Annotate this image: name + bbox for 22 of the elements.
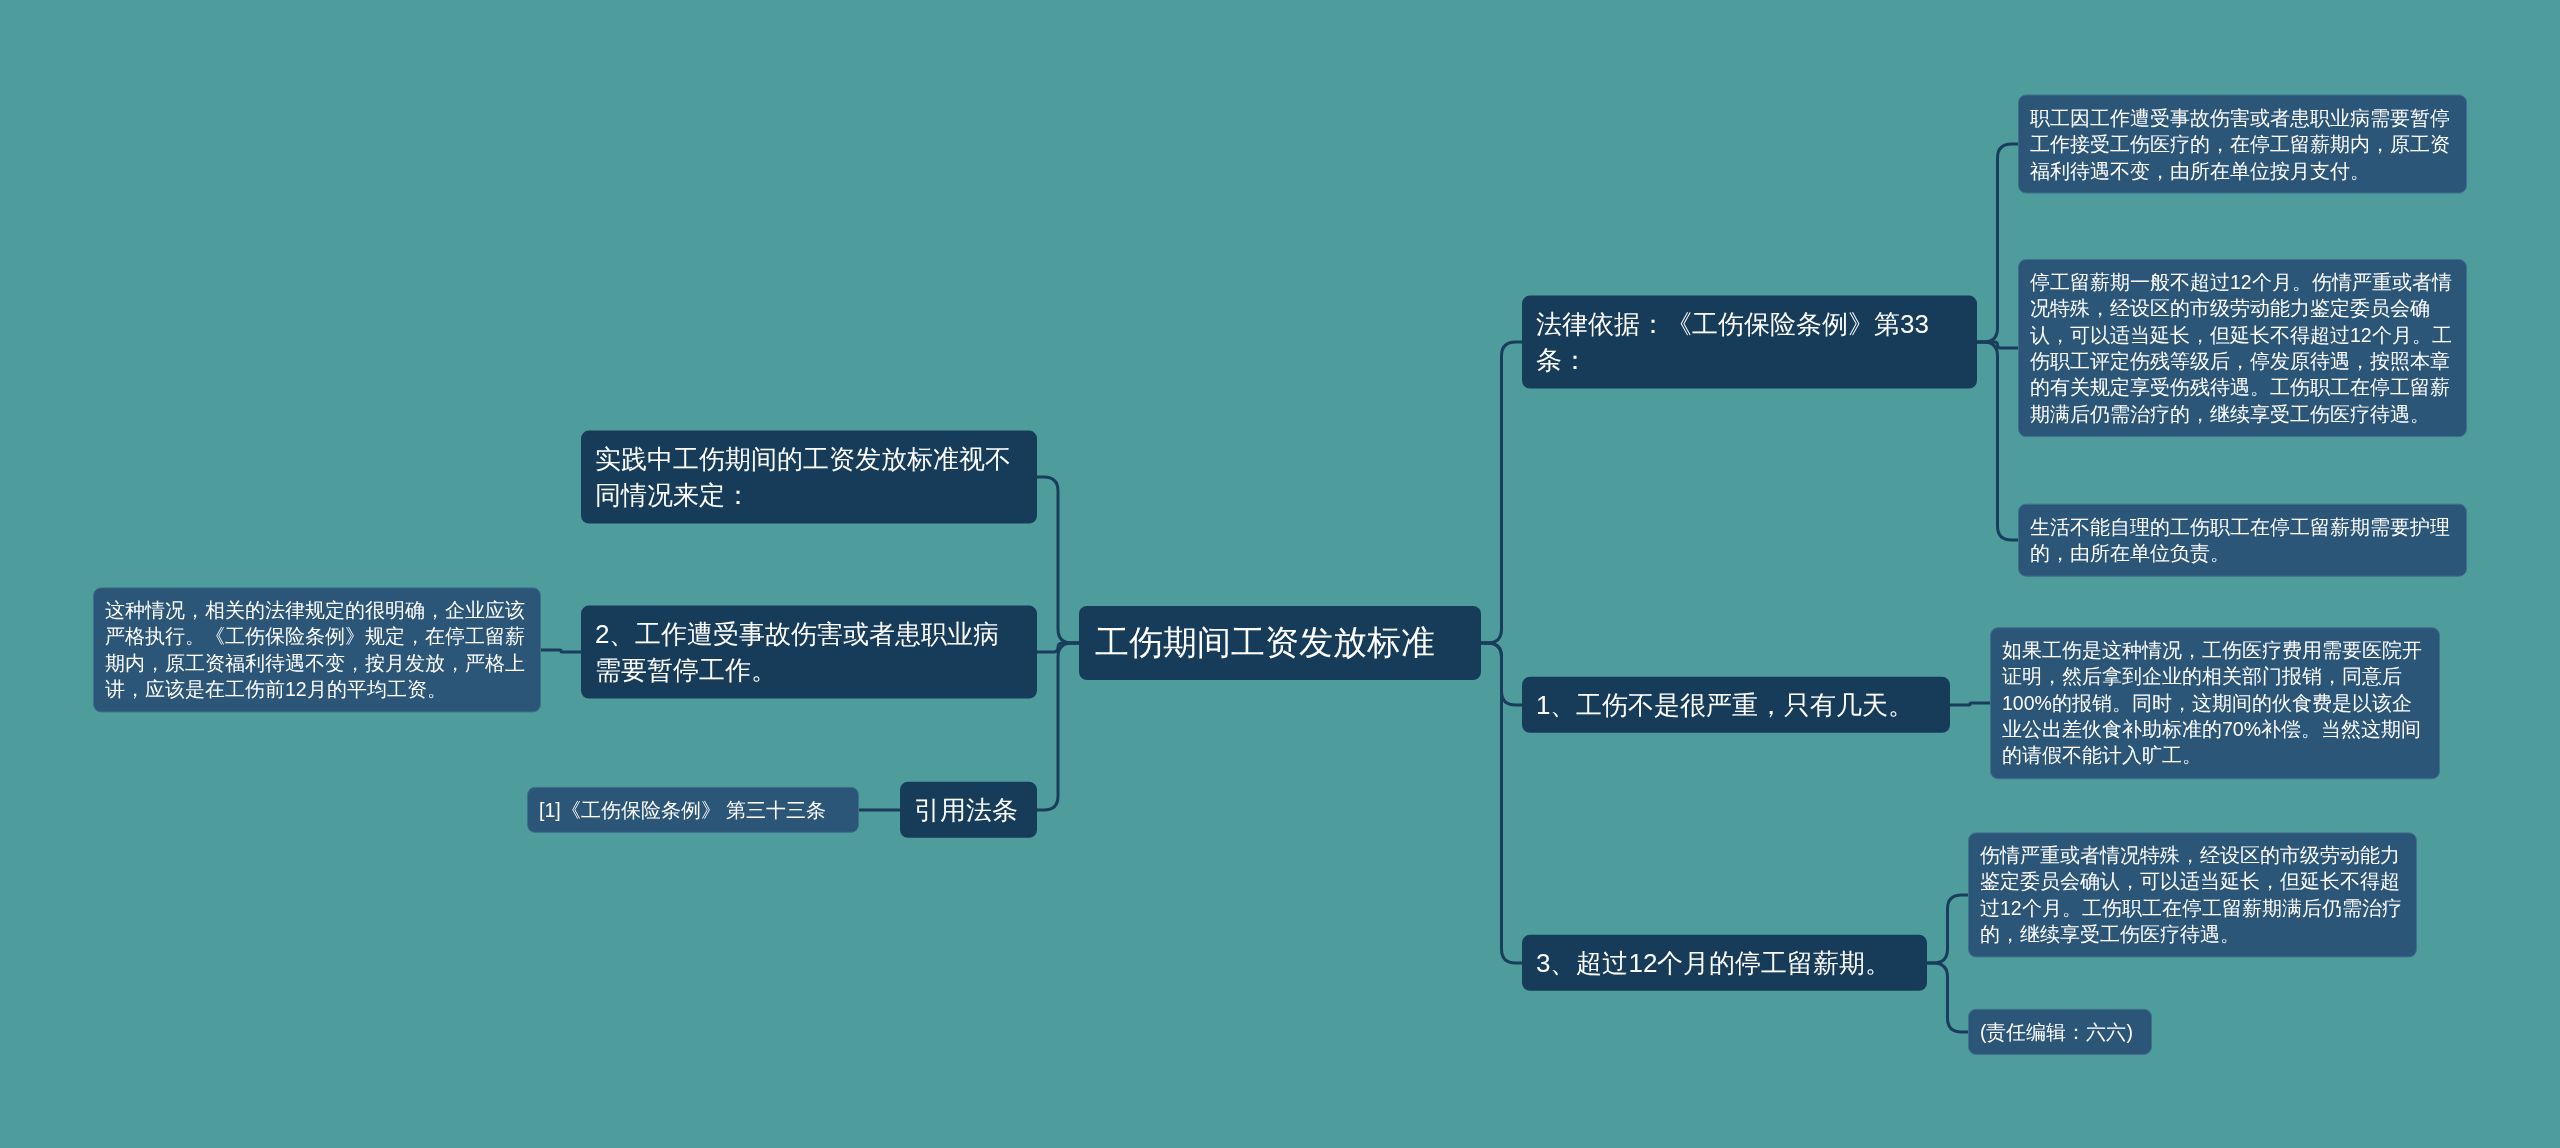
connector-line <box>541 648 581 654</box>
note-box: (责任编辑：六六) <box>1968 1008 2152 1056</box>
topic-box: 引用法条 <box>900 781 1037 839</box>
topic-box: 法律依据：《工伤保险条例》第33条： <box>1522 295 1977 389</box>
topic-box: 3、超过12个月的停工留薪期。 <box>1522 934 1927 992</box>
connector-line <box>1950 701 1990 707</box>
topic-box: 2、工作遭受事故伤害或者患职业病需要暂停工作。 <box>581 605 1037 699</box>
note-box: [1]《工伤保险条例》 第三十三条 <box>527 786 859 834</box>
note-box: 停工留薪期一般不超过12个月。伤情严重或者情况特殊，经设区的市级劳动能力鉴定委员会确认，可以适当延长，但延长不得超过12个月。工伤职工评定伤残等级后，停发原待遇，按照本章的有关规定享受伤残待遇。工伤职工在停工留薪期满后仍需治疗的，继续享受工伤医疗待遇。 <box>2018 259 2467 437</box>
note-box: 伤情严重或者情况特殊，经设区的市级劳动能力鉴定委员会确认，可以适当延长，但延长不得超过12个月。工伤职工在停工留薪期满后仍需治疗的，继续享受工伤医疗待遇。 <box>1968 832 2417 958</box>
topic-box: 1、工伤不是很严重，只有几天。 <box>1522 676 1950 734</box>
connector-line <box>1037 641 1079 812</box>
connector-line <box>1977 340 2018 542</box>
note-box: 如果工伤是这种情况，工伤医疗费用需要医院开证明，然后拿到企业的相关部门报销，同意后100%的报销。同时，这期间的伙食费是以该企业公出差伙食补助标准的70%补偿。当然这期间的请假不能计入旷工。 <box>1990 627 2440 779</box>
connector-line <box>859 808 900 812</box>
note-box: 职工因工作遭受事故伤害或者患职业病需要暂停工作接受工伤医疗的，在停工留薪期内，原工资福利待遇不变，由所在单位按月支付。 <box>2018 94 2467 194</box>
topic-box: 实践中工伤期间的工资发放标准视不同情况来定： <box>581 430 1037 524</box>
connector-line <box>1481 641 1522 965</box>
note-box: 这种情况，相关的法律规定的很明确，企业应该严格执行。《工伤保险条例》规定，在停工留薪期内，原工资福利待遇不变，按月发放，严格上讲，应该是在工伤前12月的平均工资。 <box>93 587 541 713</box>
connector-line <box>1927 961 1968 1034</box>
center-topic-box: 工伤期间工资发放标准 <box>1079 606 1481 680</box>
note-box: 生活不能自理的工伤职工在停工留薪期需要护理的，由所在单位负责。 <box>2018 503 2467 577</box>
